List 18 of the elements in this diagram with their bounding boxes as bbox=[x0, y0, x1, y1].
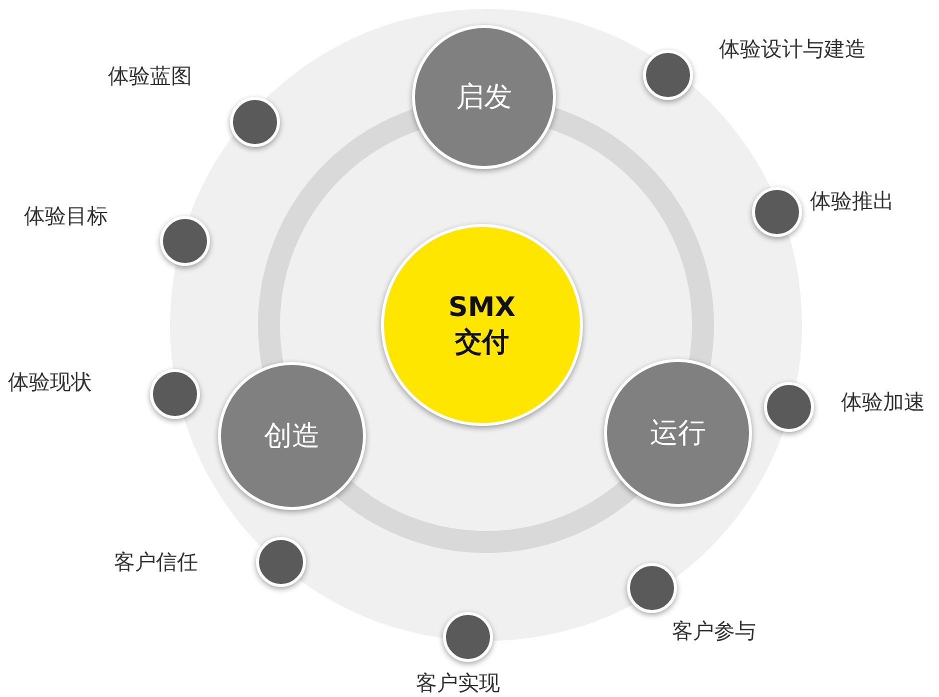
item-label: 客户信任 bbox=[114, 550, 198, 576]
node-label: 运行 bbox=[650, 414, 706, 451]
node-label: 创造 bbox=[264, 418, 320, 454]
dot-marker bbox=[752, 187, 802, 237]
dot-marker bbox=[160, 216, 210, 266]
item-label: 体验目标 bbox=[24, 204, 108, 230]
item-label: 体验现状 bbox=[8, 370, 92, 396]
dot-marker bbox=[150, 369, 200, 419]
item-label: 客户实现 bbox=[416, 671, 500, 696]
node-label: SMX 交付 bbox=[447, 290, 517, 360]
node-label: 启发 bbox=[456, 78, 512, 115]
item-label: 体验蓝图 bbox=[108, 64, 192, 90]
item-label: 体验推出 bbox=[810, 189, 894, 214]
item-label: 体验加速 bbox=[841, 390, 925, 416]
item-label: 客户参与 bbox=[672, 619, 756, 644]
item-label: 体验设计与建造 bbox=[719, 37, 866, 62]
dot-marker bbox=[764, 382, 814, 432]
dot-marker bbox=[443, 612, 493, 662]
